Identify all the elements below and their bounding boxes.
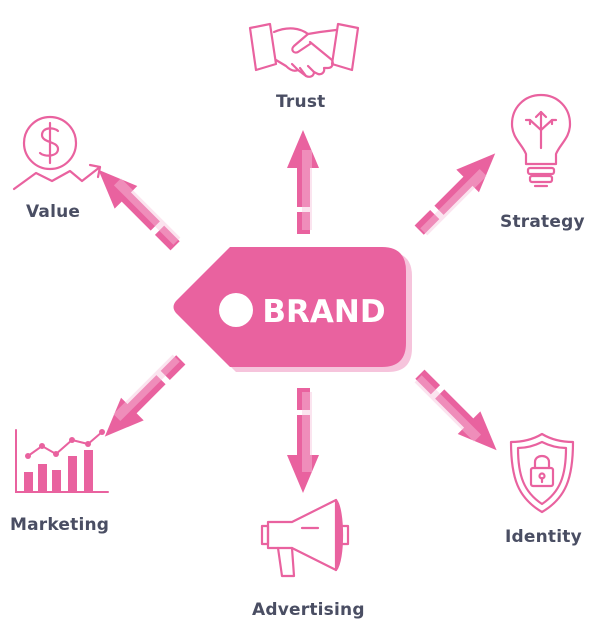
handshake-icon xyxy=(248,22,360,78)
node-label-marketing: Marketing xyxy=(10,515,110,535)
arrow-identity xyxy=(414,369,497,451)
node-label-strategy: Strategy xyxy=(500,212,585,232)
megaphone-icon xyxy=(260,498,350,578)
dollar-coin-icon xyxy=(12,115,102,191)
node-label-trust: Trust xyxy=(276,92,326,112)
node-label-identity: Identity xyxy=(505,527,582,547)
node-label-value: Value xyxy=(26,202,81,222)
node-label-advertising: Advertising xyxy=(252,600,365,620)
lightbulb-icon xyxy=(510,93,572,188)
arrow-value xyxy=(98,169,181,251)
bar-chart-icon xyxy=(15,429,109,493)
arrow-advertising xyxy=(287,388,319,493)
tag-hole xyxy=(219,293,253,327)
brand-label: BRAND xyxy=(262,294,385,330)
arrow-strategy xyxy=(414,153,496,236)
brand-tag: BRAND xyxy=(173,247,412,372)
arrow-trust xyxy=(287,130,319,234)
arrow-marketing xyxy=(104,354,186,437)
shield-lock-icon xyxy=(509,432,575,514)
